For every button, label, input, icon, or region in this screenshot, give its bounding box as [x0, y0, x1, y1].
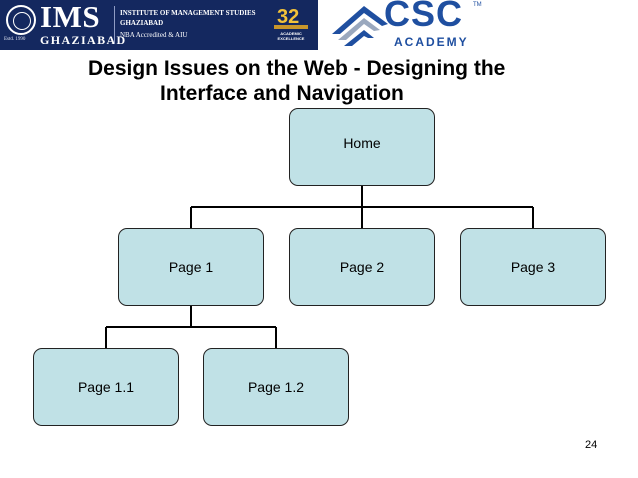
node-page-2: Page 2	[289, 228, 435, 306]
node-page-1-1: Page 1.1	[33, 348, 179, 426]
ims-divider	[114, 6, 115, 44]
node-page-2-label: Page 2	[339, 259, 385, 275]
node-home-label: Home	[343, 135, 381, 151]
ims-wordmark: IMS	[40, 0, 101, 34]
node-page-1-2: Page 1.2	[203, 348, 349, 426]
ims-institute-city: GHAZIABAD	[120, 19, 164, 27]
badge-ribbon	[274, 25, 308, 29]
csc-trademark: TM	[473, 2, 482, 8]
ims-logo-banner: Estd. 1990 IMS GHAZIABAD INSTITUTE OF MA…	[0, 0, 318, 50]
node-home: Home	[289, 108, 435, 186]
ims-seal-icon	[6, 5, 36, 35]
slide-title-line2: Interface and Navigation	[160, 82, 404, 105]
node-page-3: Page 3	[460, 228, 606, 306]
slide-title-line1: Design Issues on the Web - Designing the	[88, 57, 506, 80]
csc-wordmark: CSC	[384, 0, 464, 34]
ims-city: GHAZIABAD	[40, 33, 127, 47]
ims-seal-text: Estd. 1990	[4, 37, 26, 42]
node-page-1: Page 1	[118, 228, 264, 306]
csc-tagline: ACADEMY	[394, 35, 469, 49]
node-page-1-label: Page 1	[168, 259, 214, 275]
node-page-1-2-label: Page 1.2	[247, 379, 305, 395]
node-page-3-label: Page 3	[510, 259, 556, 275]
house-roof-icon	[332, 6, 388, 46]
node-page-1-1-label: Page 1.1	[77, 379, 135, 395]
badge-number: 32	[277, 6, 300, 28]
ims-accreditation: NBA Accredited & AIU	[120, 31, 188, 39]
badge-text: ACADEMIC EXCELLENCE	[277, 31, 305, 41]
slide-page-number: 24	[585, 439, 598, 451]
ims-institute-name: INSTITUTE OF MANAGEMENT STUDIES	[120, 9, 256, 17]
csc-academy-logo: CSC TM ACADEMY	[330, 0, 485, 52]
slide-title: Design Issues on the Web - Designing the…	[88, 56, 598, 106]
anniversary-badge-icon: 32 ACADEMIC EXCELLENCE	[270, 3, 312, 47]
